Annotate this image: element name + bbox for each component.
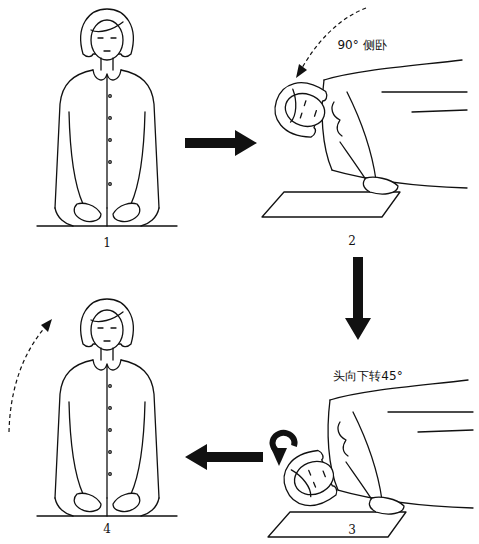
figure-number: 3 <box>348 523 356 537</box>
seated-woman <box>37 9 177 226</box>
rotation-arrow <box>9 326 46 432</box>
flow-arrow <box>185 130 257 156</box>
figure-panel: 1 <box>40 0 180 256</box>
arrow-head <box>296 64 307 78</box>
figure-number: 2 <box>348 234 356 248</box>
figure-number: 4 <box>103 522 111 536</box>
lying-woman <box>262 60 467 217</box>
flow-arrow <box>185 444 263 470</box>
step-label: 90° 侧卧 <box>336 38 387 52</box>
head <box>268 76 332 141</box>
lying-woman <box>268 380 473 537</box>
arrow-head <box>271 448 287 466</box>
figure-panel: 头向下转45° 3 <box>268 345 474 540</box>
figure-panel: 4 <box>40 290 180 540</box>
figure-number: 1 <box>103 236 111 250</box>
arrow-head <box>41 319 52 332</box>
flow-arrow <box>345 257 371 340</box>
seated-woman <box>37 299 177 516</box>
figure-panel: 90° 侧卧 2 <box>262 0 474 252</box>
step-label: 头向下转45° <box>332 369 403 383</box>
head <box>276 446 342 514</box>
